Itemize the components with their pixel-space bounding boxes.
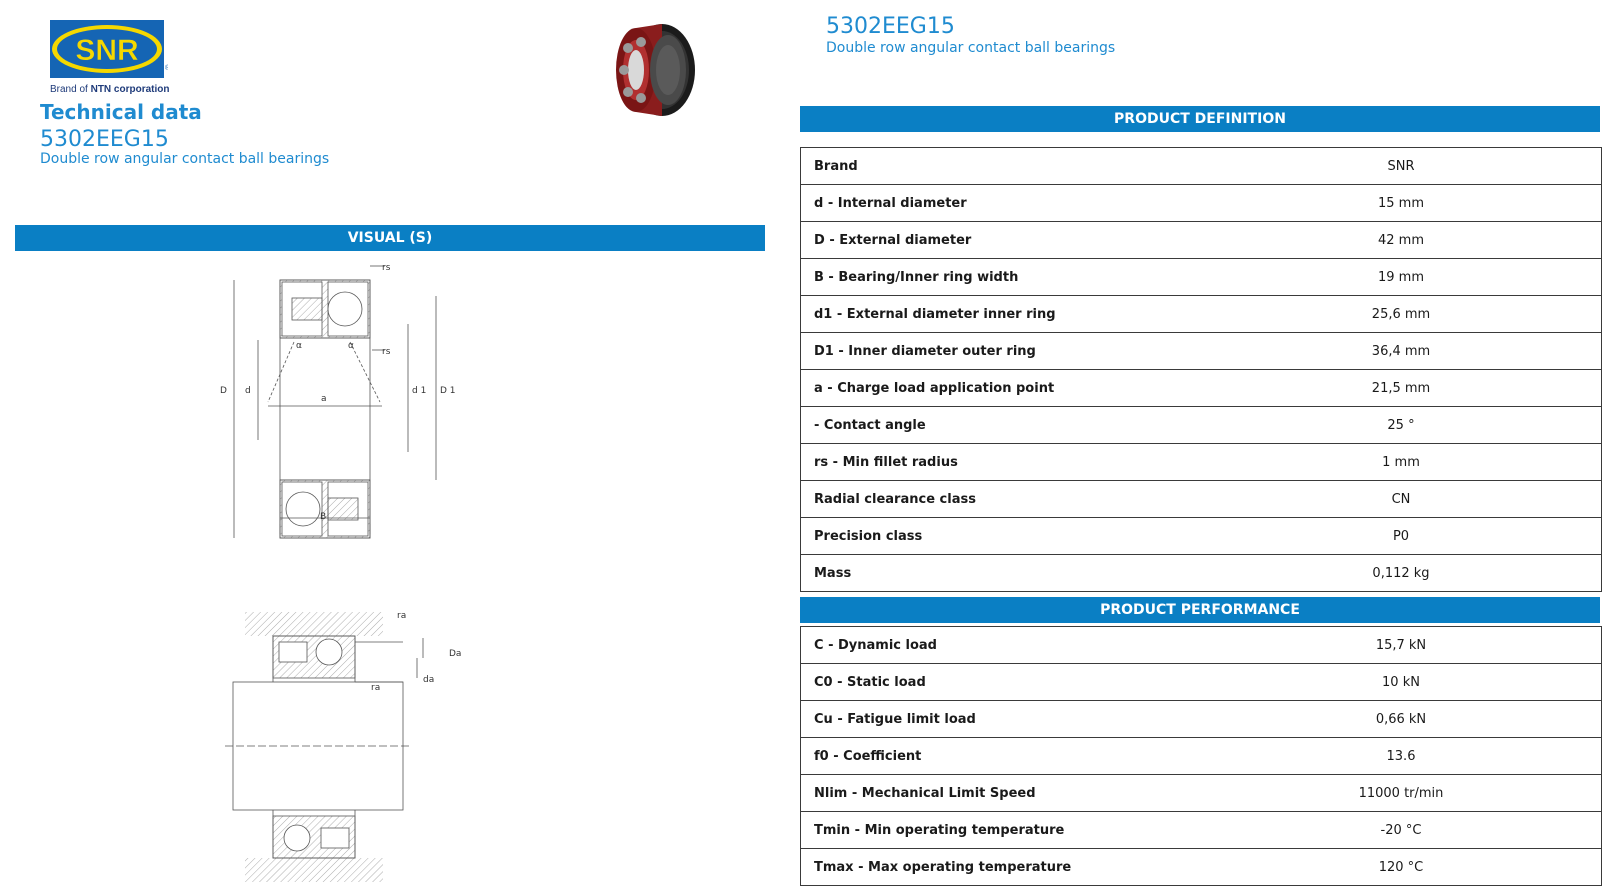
visual-section-header: VISUAL (S) — [15, 225, 765, 251]
spec-label: Radial clearance class — [800, 480, 1201, 518]
svg-text:Da: Da — [449, 649, 461, 659]
svg-text:rs: rs — [382, 347, 391, 357]
svg-text:α: α — [296, 341, 302, 351]
spec-label: Mass — [800, 554, 1201, 592]
spec-value: 15 mm — [1201, 184, 1602, 222]
svg-text:rs: rs — [382, 263, 391, 273]
spec-value: 25,6 mm — [1201, 295, 1602, 333]
spec-label: Cu - Fatigue limit load — [800, 700, 1201, 738]
product-performance-header: PRODUCT PERFORMANCE — [800, 597, 1600, 623]
spec-label: d1 - External diameter inner ring — [800, 295, 1201, 333]
spec-label: D1 - Inner diameter outer ring — [800, 332, 1201, 370]
spec-value: 0,112 kg — [1201, 554, 1602, 592]
spec-value: 21,5 mm — [1201, 369, 1602, 407]
product-reference: 5302EEG15 — [40, 127, 169, 152]
spec-label: D - External diameter — [800, 221, 1201, 259]
svg-text:D 1: D 1 — [440, 386, 456, 396]
snr-logo: SNR ® — [50, 20, 168, 78]
product-definition-header: PRODUCT DEFINITION — [800, 106, 1600, 132]
spec-value: SNR — [1201, 147, 1602, 185]
spec-value: 120 °C — [1201, 848, 1602, 886]
spec-label: B - Bearing/Inner ring width — [800, 258, 1201, 296]
spec-value: -20 °C — [1201, 811, 1602, 849]
spec-label: f0 - Coefficient — [800, 737, 1201, 775]
spec-label: Nlim - Mechanical Limit Speed — [800, 774, 1201, 812]
svg-text:ra: ra — [397, 612, 406, 621]
svg-text:d: d — [245, 386, 251, 396]
spec-label: Brand — [800, 147, 1201, 185]
mounting-drawing: ra Da ra da — [225, 612, 461, 882]
logo-text: SNR — [75, 34, 139, 67]
svg-text:a: a — [321, 394, 327, 404]
spec-label: Tmin - Min operating temperature — [800, 811, 1201, 849]
spec-label: C0 - Static load — [800, 663, 1201, 701]
svg-text:α: α — [348, 341, 354, 351]
spec-value: 25 ° — [1201, 406, 1602, 444]
spec-label: a - Charge load application point — [800, 369, 1201, 407]
spec-value: 36,4 mm — [1201, 332, 1602, 370]
spec-value: CN — [1201, 480, 1602, 518]
svg-text:da: da — [423, 675, 434, 685]
table-row: Tmin - Min operating temperature-20 °C — [800, 811, 1602, 849]
svg-text:®: ® — [165, 64, 168, 72]
spec-value: 0,66 kN — [1201, 700, 1602, 738]
spec-value: 42 mm — [1201, 221, 1602, 259]
spec-value: 15,7 kN — [1201, 626, 1602, 664]
spec-label: C - Dynamic load — [800, 626, 1201, 664]
spec-value: 13.6 — [1201, 737, 1602, 775]
spec-value: 1 mm — [1201, 443, 1602, 481]
spec-value: 19 mm — [1201, 258, 1602, 296]
svg-text:ra: ra — [371, 683, 380, 693]
brand-tagline: Brand of NTN corporation — [50, 84, 170, 95]
product-reference-right: 5302EEG15 — [826, 14, 955, 39]
page-title: Technical data — [40, 100, 202, 124]
bearing-section-drawing: rs α α rs D d a d 1 D 1 B — [220, 263, 456, 539]
svg-text:B: B — [320, 512, 326, 522]
svg-text:D: D — [220, 386, 227, 396]
spec-value: 11000 tr/min — [1201, 774, 1602, 812]
product-description-right: Double row angular contact ball bearings — [826, 40, 1116, 56]
spec-value: P0 — [1201, 517, 1602, 555]
spec-label: - Contact angle — [800, 406, 1201, 444]
spec-label: Tmax - Max operating temperature — [800, 848, 1201, 886]
spec-label: Precision class — [800, 517, 1201, 555]
svg-text:d 1: d 1 — [412, 386, 426, 396]
spec-value: 10 kN — [1201, 663, 1602, 701]
spec-label: d - Internal diameter — [800, 184, 1201, 222]
product-description: Double row angular contact ball bearings — [40, 151, 330, 167]
bearing-product-image — [616, 24, 695, 116]
spec-label: rs - Min fillet radius — [800, 443, 1201, 481]
